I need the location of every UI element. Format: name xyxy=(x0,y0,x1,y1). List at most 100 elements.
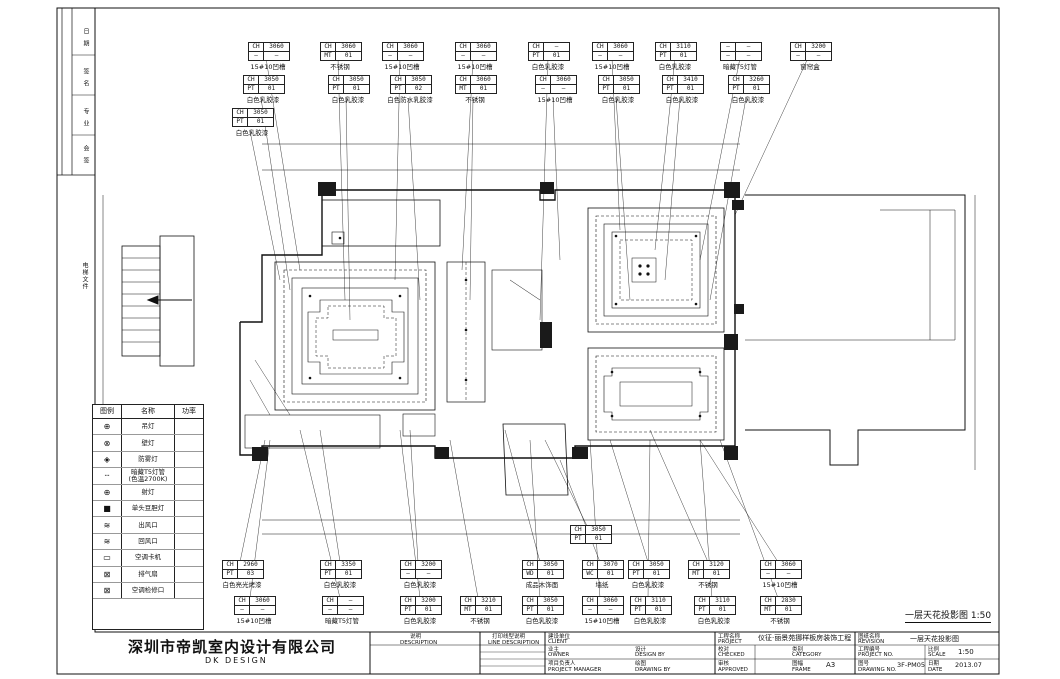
tag-caption: 白色乳胶漆 xyxy=(331,96,365,104)
tb-approve-en: APPROVED xyxy=(718,667,748,673)
tb-dwgname-en: REVISION xyxy=(858,639,885,645)
tag-caption: 白色乳胶漆 xyxy=(403,617,437,625)
tb-frame-value: A3 xyxy=(826,661,836,669)
legend-header-power: 功率 xyxy=(182,407,196,415)
legend-row: ⊕吊灯 xyxy=(93,419,203,436)
tag-key: CH xyxy=(456,76,471,84)
tag-value: — xyxy=(618,52,623,59)
tag-key: CH xyxy=(695,597,710,605)
tb-dwgname-value: 一层天花投影图 xyxy=(910,635,959,643)
tag-row: —— xyxy=(593,52,633,60)
tag-row: —— xyxy=(536,85,576,93)
legend-table: 图例 名称 功率 ⊕吊灯⊗壁灯◈防雾灯┄暗藏T5灯管 (色温2700K)⊕射灯■… xyxy=(92,404,204,630)
tag-key: PT xyxy=(523,606,538,614)
tag-value: 3050 xyxy=(411,76,426,83)
tag-key: PT xyxy=(401,606,416,614)
tag-key: CH xyxy=(329,76,344,84)
tag-caption: 白色乳胶漆 xyxy=(403,581,437,589)
tag-value: 3050 xyxy=(543,597,558,604)
tag-caption: 15#10凹槽 xyxy=(250,63,286,71)
legend-row: ┄暗藏T5灯管 (色温2700K) xyxy=(93,468,203,485)
tag-key: CH xyxy=(523,597,538,605)
tag-value: 3050 xyxy=(649,561,664,568)
tag-value: 3110 xyxy=(676,43,691,50)
tb-design-en: DESIGN BY xyxy=(635,652,665,658)
tag-key: — xyxy=(249,52,264,60)
tb-check-cn: 校对 xyxy=(718,647,730,653)
tag-row: —— xyxy=(235,606,275,614)
tag-row: CH 3050 xyxy=(523,597,563,606)
tag-key: CH xyxy=(593,43,608,51)
tag-key: CH xyxy=(456,43,471,51)
tag-key: — xyxy=(761,570,776,578)
tag-row: —— xyxy=(791,52,831,60)
tag-value: — xyxy=(554,43,559,50)
legend-symbol-icon: ⊗ xyxy=(93,435,122,451)
tag-caption: 不锈钢 xyxy=(330,63,350,71)
tag-key: PT xyxy=(729,85,744,93)
tag-key: CH xyxy=(383,43,398,51)
tag-value: 3200 xyxy=(811,43,826,50)
tag-caption: 15#10凹槽 xyxy=(457,63,493,71)
tag-caption: 墙纸 xyxy=(595,581,609,589)
legend-item-name: 暗藏T5灯管 (色温2700K) xyxy=(122,468,175,484)
tb-print-en: LINE DESCRIPTION xyxy=(488,640,540,646)
tag-value: 3110 xyxy=(715,597,730,604)
tag-key: CH xyxy=(323,597,338,605)
tag-key: CH xyxy=(689,561,704,569)
legend-item-name: 空调卡机 xyxy=(122,550,175,566)
tag-key: — xyxy=(721,52,736,60)
legend-row: ⊠空调检修口 xyxy=(93,582,203,600)
tag-value: — xyxy=(608,606,613,613)
tag-value: 01 xyxy=(546,606,555,613)
tag-value: 3410 xyxy=(683,76,698,83)
tag-key: PT xyxy=(233,118,248,126)
tag-value: 3050 xyxy=(619,76,634,83)
tag-key: CH xyxy=(249,43,264,51)
legend-item-name: 壁灯 xyxy=(122,435,175,451)
tag-key: CH xyxy=(599,76,614,84)
tb-date-cn: 日期 xyxy=(928,661,940,667)
tag-caption: 不锈钢 xyxy=(770,617,790,625)
tag-row: —— xyxy=(721,52,761,60)
tag-caption: 白色乳胶漆 xyxy=(601,96,635,104)
tag-key: MT xyxy=(761,606,776,614)
tag-caption: 窗帘盒 xyxy=(800,63,820,71)
tag-value: 01 xyxy=(344,570,353,577)
tag-key: CH xyxy=(571,526,586,534)
tag-row: CH— xyxy=(323,597,363,606)
legend-item-name: 排气扇 xyxy=(122,566,175,582)
tb-project-en: PROJECT xyxy=(718,639,742,645)
tag-row: —— xyxy=(323,606,363,614)
legend-row: ◈防雾灯 xyxy=(93,451,203,469)
